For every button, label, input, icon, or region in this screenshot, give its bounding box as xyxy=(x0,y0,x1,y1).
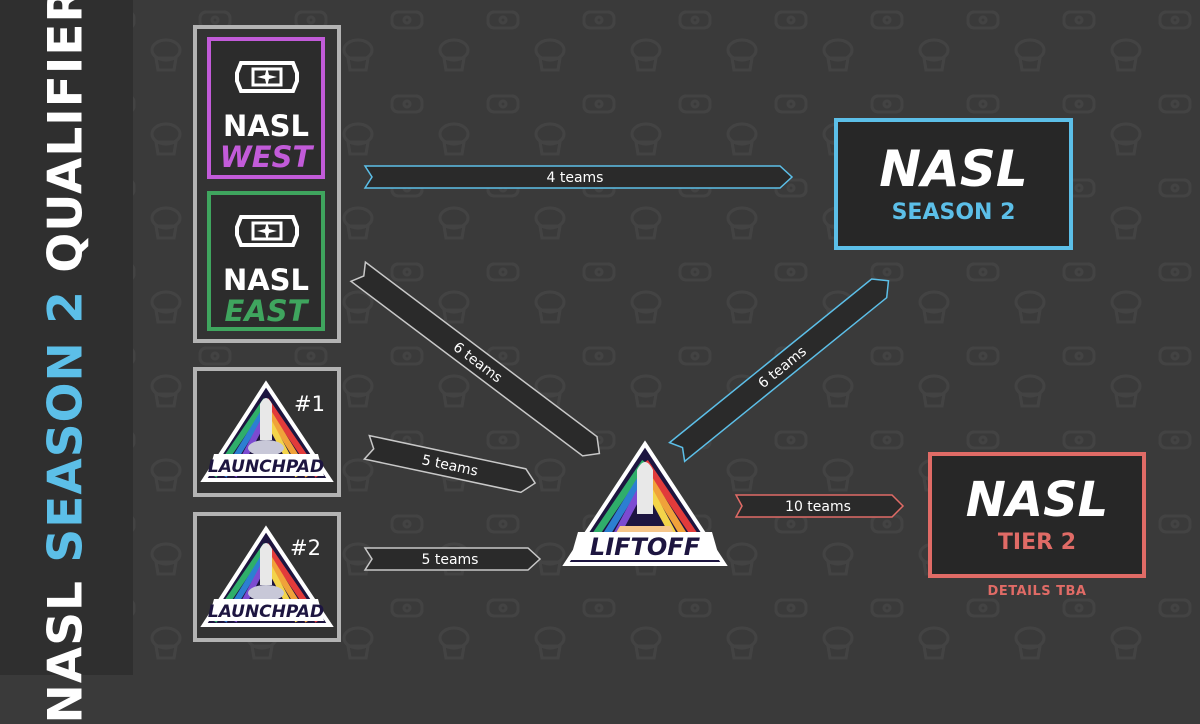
arrow-nasl-to-liftoff: 6 teams xyxy=(349,260,601,457)
arrow-label-5-teams-b: 5 teams xyxy=(422,552,479,568)
west-line2: WEST xyxy=(219,140,313,174)
season2-line2: SEASON 2 xyxy=(891,200,1016,225)
launchpad-1-logo: LAUNCHPAD xyxy=(200,380,334,482)
nasl-west-logo: NASL WEST xyxy=(207,37,325,179)
arrow-liftoff-to-season2: 6 teams xyxy=(668,278,890,463)
nasl-crest-icon xyxy=(235,215,299,247)
nasl-season2-box: NASL SEASON 2 xyxy=(834,118,1073,250)
arrow-lp2-to-liftoff: 5 teams xyxy=(363,547,542,571)
east-line2: EAST xyxy=(224,294,308,328)
arrow-label-4-teams: 4 teams xyxy=(547,170,604,186)
nasl-crest-icon xyxy=(235,61,299,93)
east-line1: NASL xyxy=(222,263,310,297)
tier2-line2: TIER 2 xyxy=(997,530,1077,555)
liftoff-logo: LIFTOFF xyxy=(562,440,728,566)
launchpad-1-number: #1 xyxy=(294,392,325,416)
nasl-east-logo: NASL EAST xyxy=(207,191,325,331)
sidebar-strip xyxy=(0,0,133,675)
season2-line1: NASL xyxy=(879,140,1028,198)
arrow-west-to-season2: 4 teams xyxy=(363,165,794,189)
launchpad-2-label: LAUNCHPAD xyxy=(208,602,324,622)
liftoff-label: LIFTOFF xyxy=(590,533,701,561)
arrow-liftoff-to-tier2: 10 teams xyxy=(734,494,905,518)
arrow-lp1-to-liftoff: 5 teams xyxy=(362,434,537,494)
launchpad-2-number: #2 xyxy=(290,536,321,560)
launchpad-1-label: LAUNCHPAD xyxy=(208,457,324,477)
tier2-line1: NASL xyxy=(965,472,1109,528)
launchpad-2-logo: LAUNCHPAD xyxy=(200,525,334,627)
west-line1: NASL xyxy=(222,109,310,143)
flow-arrows: 4 teams 6 teams 6 teams 5 teams 5 teams … xyxy=(349,165,905,571)
nasl-tier2-box: NASL TIER 2 xyxy=(928,452,1146,578)
arrow-label-10-teams: 10 teams xyxy=(785,499,851,515)
details-tba-note: DETAILS TBA xyxy=(987,584,1087,599)
